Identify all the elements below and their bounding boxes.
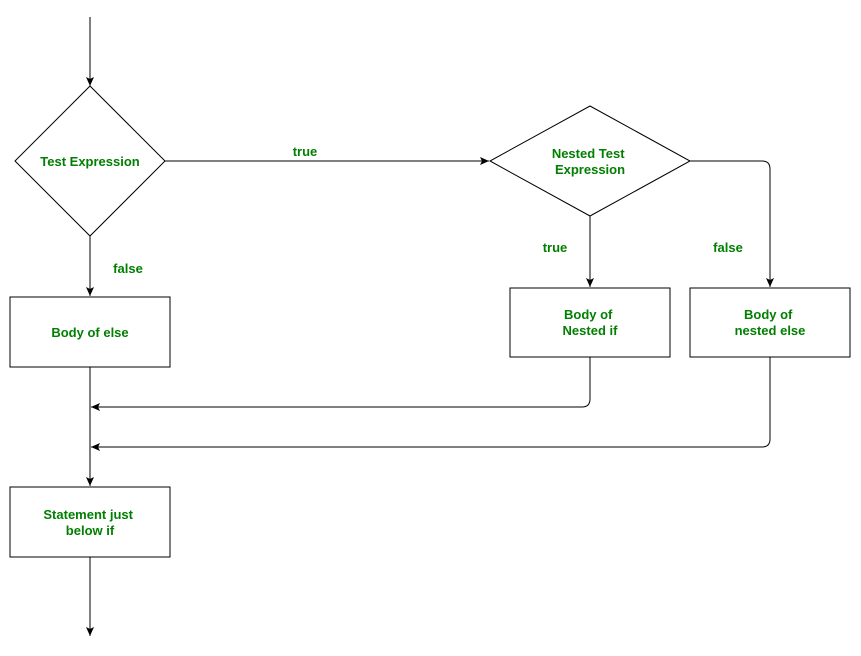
node-text: Nested Test Expression xyxy=(552,146,628,177)
label-test-false: false xyxy=(113,261,143,276)
nested-test-expression-node: Nested Test Expression xyxy=(488,105,692,217)
test-expression-node: Test Expression xyxy=(14,85,166,237)
statement-below-if-node: Statement just below if xyxy=(9,486,171,558)
edge-nested-if-return xyxy=(91,357,591,411)
label-nested-true: true xyxy=(543,240,568,255)
node-text: Statement just below if xyxy=(43,507,136,538)
node-text: Body of Nested if xyxy=(563,307,619,338)
body-of-nested-if-node: Body of Nested if xyxy=(509,287,671,358)
label-test-true: true xyxy=(293,144,318,159)
node-text: Body of else xyxy=(51,325,128,340)
edge-nested-else-return xyxy=(91,357,771,451)
label-nested-false: false xyxy=(713,240,743,255)
body-of-else-node: Body of else xyxy=(9,296,171,368)
edge-nested-false xyxy=(690,160,774,287)
body-of-nested-else-node: Body of nested else xyxy=(689,287,851,358)
node-text: Body of nested else xyxy=(735,307,806,338)
node-text: Test Expression xyxy=(40,154,140,169)
